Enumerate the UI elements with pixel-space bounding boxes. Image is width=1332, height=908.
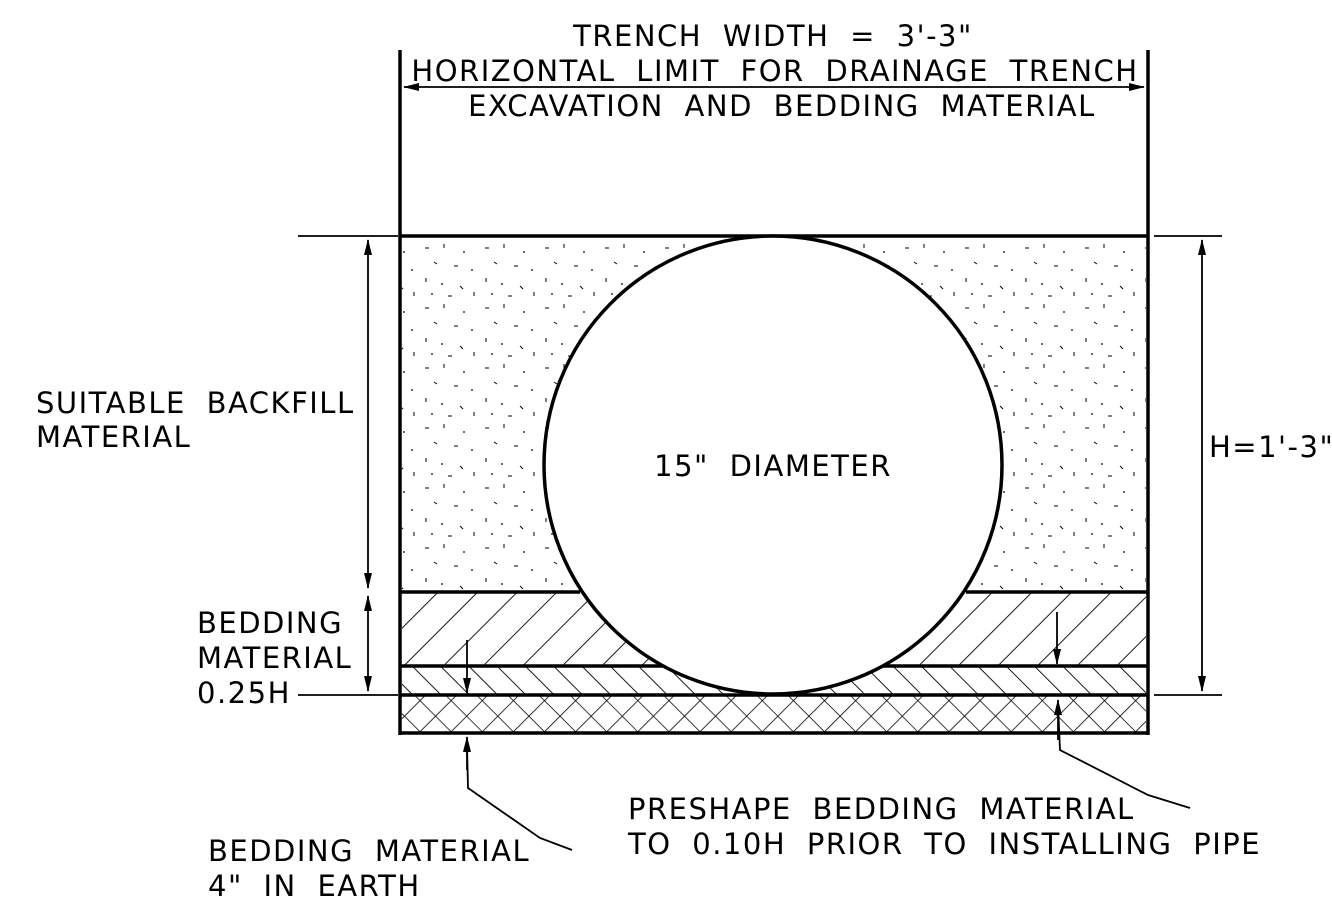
horizontal-limit-label: HORIZONTAL LIMIT FOR DRAINAGE TRENCH	[411, 54, 1138, 88]
bedding-label-1: BEDDING	[197, 606, 343, 640]
pipe-circle	[542, 234, 1004, 696]
pipe-diameter-label: 15" DIAMETER	[654, 449, 892, 483]
backfill-label-1: SUITABLE BACKFILL	[36, 386, 355, 420]
bedding-label-2: MATERIAL	[197, 641, 352, 675]
preshape-label-1: PRESHAPE BEDDING MATERIAL	[628, 792, 1135, 826]
preshape-leader	[1057, 704, 1191, 809]
trench-width-label: TRENCH WIDTH = 3'-3"	[572, 19, 973, 53]
preshape-label-2: TO 0.10H PRIOR TO INSTALLING PIPE	[627, 827, 1261, 861]
earth-label-2: 4" IN EARTH	[208, 869, 421, 903]
earth-bedding-crosshatch	[402, 695, 1146, 733]
height-label: H=1'-3"	[1209, 430, 1332, 464]
earth-label-1: BEDDING MATERIAL	[208, 834, 530, 868]
excavation-label: EXCAVATION AND BEDDING MATERIAL	[468, 89, 1096, 123]
bedding-label-3: 0.25H	[197, 676, 291, 710]
backfill-label-2: MATERIAL	[36, 420, 191, 454]
